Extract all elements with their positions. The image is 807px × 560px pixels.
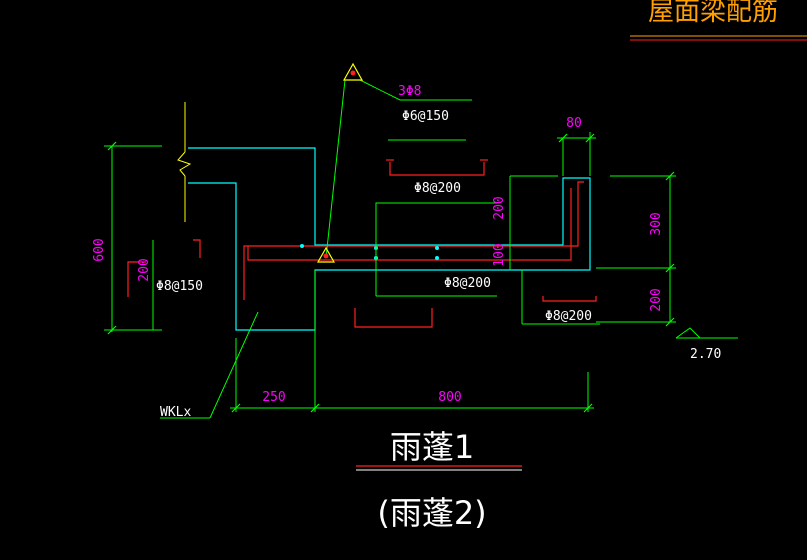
caption-secondary: (雨蓬2) bbox=[377, 494, 486, 532]
stirrups-label: Φ6@150 bbox=[402, 109, 449, 124]
header-title: 屋面梁配筋 bbox=[648, 0, 778, 27]
dim-edge-lower: 200 bbox=[649, 288, 664, 311]
dim-canopy-length: 800 bbox=[438, 390, 461, 405]
beam-name-label: WKLx bbox=[160, 405, 191, 420]
dim-total-height: 600 bbox=[92, 238, 107, 261]
left-bar-label: Φ8@150 bbox=[156, 279, 203, 294]
right-bar-label: Φ8@200 bbox=[545, 309, 592, 324]
rebar bbox=[127, 159, 597, 328]
top-bars-label: 3Φ8 bbox=[398, 84, 421, 99]
canopy-bottom-bar-label: Φ8@200 bbox=[444, 276, 491, 291]
dim-left-step: 200 bbox=[137, 258, 152, 281]
elevation-value: 2.70 bbox=[690, 347, 721, 362]
dim-slab-upper: 200 bbox=[492, 196, 507, 219]
dim-edge-upper: 300 bbox=[649, 212, 664, 235]
rebar-dots bbox=[300, 244, 439, 260]
dim-edge-top: 80 bbox=[566, 116, 582, 131]
caption-primary: 雨蓬1 bbox=[390, 428, 474, 466]
rebar-labels: 3Φ8 Φ6@150 Φ8@200 Φ8@200 Φ8@150 Φ8@200 W… bbox=[156, 84, 592, 420]
dim-slab-lower: 100 bbox=[492, 243, 507, 266]
dimension-ticks bbox=[107, 133, 675, 413]
wall-break-symbol bbox=[177, 102, 192, 222]
concrete-outline bbox=[188, 147, 591, 331]
top-bar-marker bbox=[342, 62, 364, 81]
dim-beam-width: 250 bbox=[262, 390, 285, 405]
dimension-lines bbox=[104, 79, 738, 419]
canopy-top-bar-label: Φ8@200 bbox=[414, 181, 461, 196]
beam-marker bbox=[316, 246, 336, 263]
dimension-texts: 600 200 200 100 80 300 200 250 800 bbox=[92, 116, 664, 405]
